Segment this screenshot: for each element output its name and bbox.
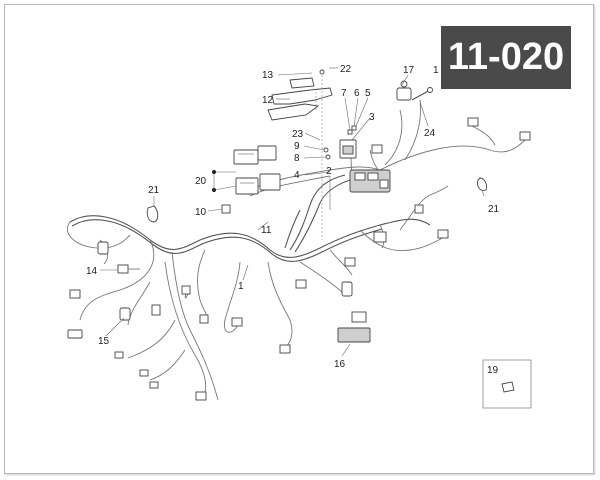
connector-14 (117, 264, 140, 274)
callout-13: 13 (262, 70, 274, 81)
callout-23: 23 (292, 129, 304, 140)
plug-21-left (146, 205, 159, 223)
plug-21-right (477, 177, 487, 191)
callout-21-left: 21 (148, 185, 160, 196)
terminal-24 (411, 87, 433, 101)
callout-21-right: 21 (488, 204, 500, 215)
relay-16 (337, 311, 371, 343)
main-harness (67, 185, 449, 401)
callout-1-mid: 1 (238, 281, 244, 292)
callout-11: 11 (261, 225, 272, 236)
bracket-12 (267, 77, 333, 121)
diagram-code-badge: 11-020 (441, 26, 571, 89)
ecu-connector-block (349, 169, 391, 193)
misc-connectors (69, 117, 531, 401)
callout-15: 15 (98, 336, 110, 347)
connector-17 (396, 80, 412, 101)
callout-7: 7 (341, 88, 347, 99)
callout-8: 8 (294, 153, 300, 164)
callout-3: 3 (369, 112, 375, 123)
fuse-holder-3 (339, 139, 357, 159)
callout-22: 22 (340, 64, 352, 75)
callout-4: 4 (294, 170, 300, 181)
frame-border (4, 4, 594, 474)
leader-lines (100, 67, 485, 357)
callout-1-top: 1 (433, 65, 439, 76)
callout-14: 14 (86, 266, 98, 277)
callout-5: 5 (365, 88, 371, 99)
callout-6: 6 (354, 88, 360, 99)
relay-box-4-20 (233, 145, 281, 195)
callout-labels: 13 22 17 1 12 7 6 5 3 23 24 9 8 4 2 20 2… (86, 64, 500, 376)
inset-19 (482, 359, 532, 409)
callout-10: 10 (195, 207, 207, 218)
connector-15 (67, 307, 131, 339)
callout-24: 24 (424, 128, 436, 139)
callout-12: 12 (262, 95, 274, 106)
callout-19: 19 (487, 365, 499, 376)
connector-10 (221, 204, 231, 214)
callout-17: 17 (403, 65, 415, 76)
callout-20: 20 (195, 176, 207, 187)
callout-16: 16 (334, 359, 346, 370)
alignment-lines (315, 75, 323, 240)
callout-2: 2 (326, 166, 332, 177)
callout-9: 9 (294, 141, 300, 152)
